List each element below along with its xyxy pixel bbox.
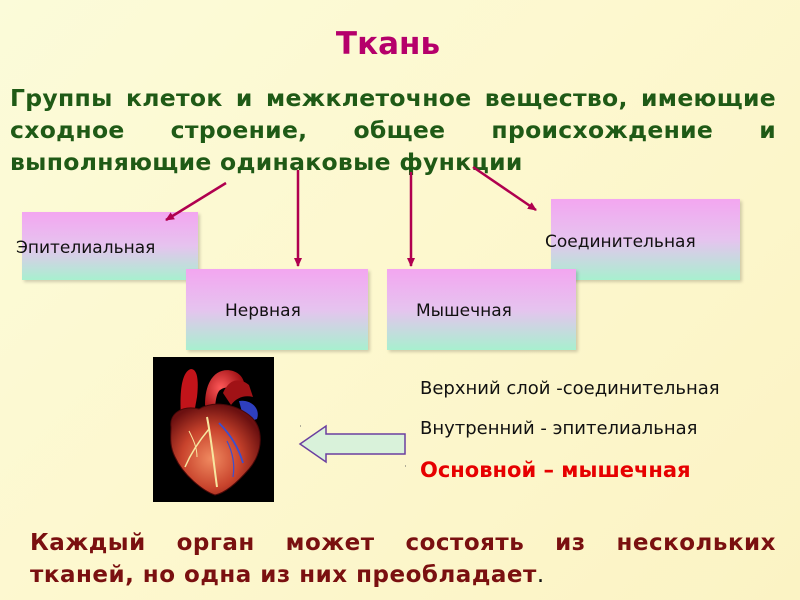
- heart-outer-layer: Верхний слой -соединительная: [420, 378, 720, 399]
- muscle-label: Мышечная: [416, 301, 512, 321]
- nervous-label: Нервная: [225, 301, 301, 321]
- anatomical-heart-icon: [170, 369, 261, 496]
- connective-label: Соединительная: [545, 232, 696, 252]
- left-arrow-icon: [298, 424, 406, 464]
- heart-image: [153, 357, 274, 502]
- heart-main-layer: Основной – мышечная: [420, 458, 691, 482]
- heart-inner-layer: Внутренний - эпителиальная: [420, 418, 698, 439]
- connective-box: [551, 199, 740, 280]
- conclusion-text: Каждый орган может состоять из нескольки…: [30, 527, 776, 591]
- slide-title: Ткань: [335, 26, 441, 62]
- conclusion-body: Каждый орган может состоять из нескольки…: [30, 530, 776, 588]
- epithelial-box: [22, 212, 198, 280]
- conclusion-period: .: [536, 562, 545, 588]
- nervous-box: [186, 269, 368, 350]
- arrow-to-connective: [472, 165, 537, 212]
- tissue-definition: Группы клеток и межклеточное вещество, и…: [10, 84, 776, 176]
- muscle-box: [387, 269, 576, 350]
- arrow-to-epithelial: [165, 181, 227, 222]
- epithelial-label: Эпителиальная: [16, 238, 156, 258]
